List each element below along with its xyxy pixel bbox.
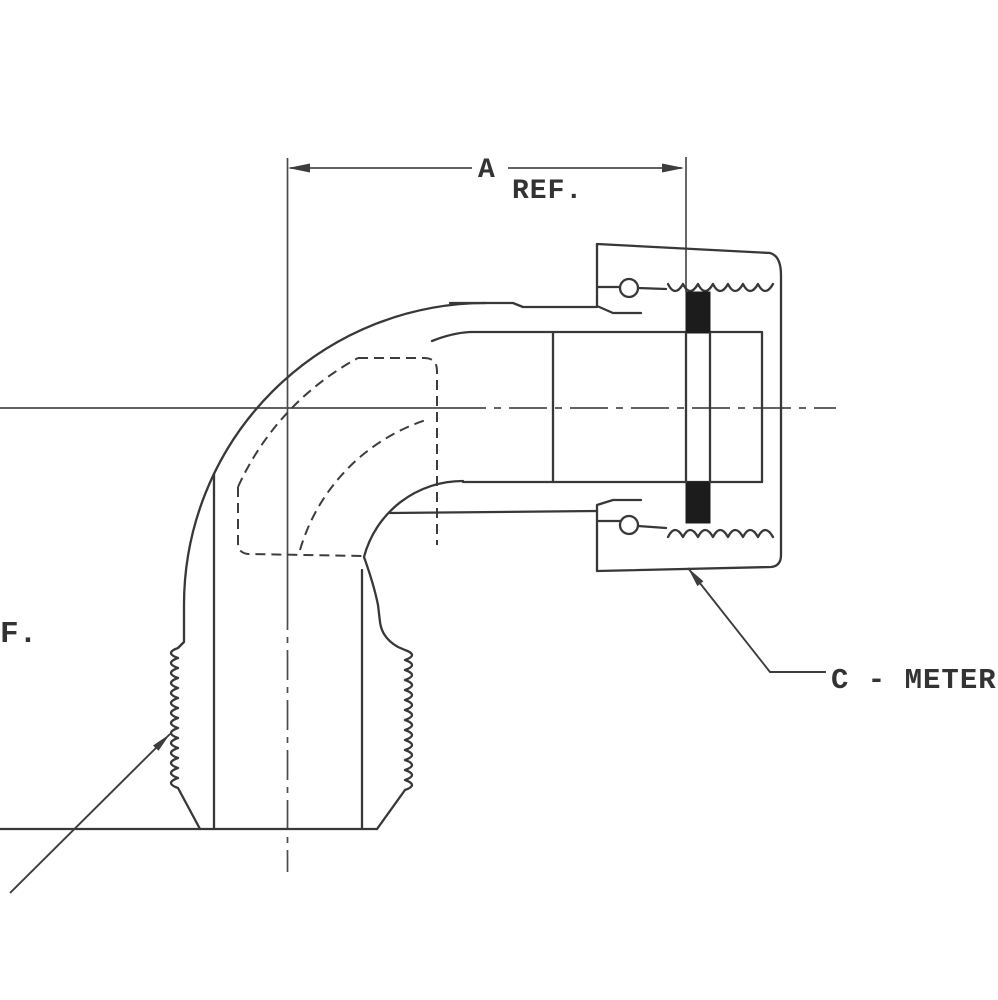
tube-outer-top — [448, 301, 599, 309]
elbow-inner-profile-and-right-thread — [362, 479, 465, 831]
nut-internal-thread-bottom — [666, 528, 775, 539]
dimension-arrow-right — [662, 163, 684, 173]
hidden-socket-right — [358, 357, 438, 545]
retainer-ring-top — [618, 277, 640, 299]
nut-internal-thread-top — [666, 282, 775, 293]
union-nut-outline — [595, 242, 783, 573]
meter-leader-arrowhead — [688, 568, 704, 587]
union-nut-left-edge-bottom — [595, 498, 643, 573]
elbow-outer-profile-and-left-thread — [169, 301, 488, 831]
union-nut-left-edge-top — [595, 242, 643, 315]
flange-line-bottom — [596, 519, 668, 530]
dimension-a-label: A — [478, 155, 496, 186]
tube-outer-bottom — [388, 509, 599, 515]
gasket-section-bottom — [685, 481, 711, 524]
thread-leader-line — [9, 733, 171, 894]
hidden-socket-left — [237, 487, 364, 557]
meter-leader-line — [687, 567, 826, 673]
dimension-a-qualifier: REF. — [512, 176, 583, 207]
tube-bore-top — [430, 330, 764, 343]
thread-leader-arrowhead — [153, 734, 170, 751]
flange-line-top — [596, 285, 668, 291]
hidden-bore-arc-inner — [299, 419, 427, 551]
gasket-faces — [684, 331, 712, 484]
gasket-section-top — [685, 291, 711, 334]
dimension-arrow-left — [288, 163, 310, 173]
left-dimension-partial-label: F. — [0, 617, 37, 652]
hidden-bore-arc-outer — [237, 357, 359, 488]
retainer-ring-bottom — [618, 514, 640, 536]
meter-callout-label: C - METER — [831, 664, 997, 697]
